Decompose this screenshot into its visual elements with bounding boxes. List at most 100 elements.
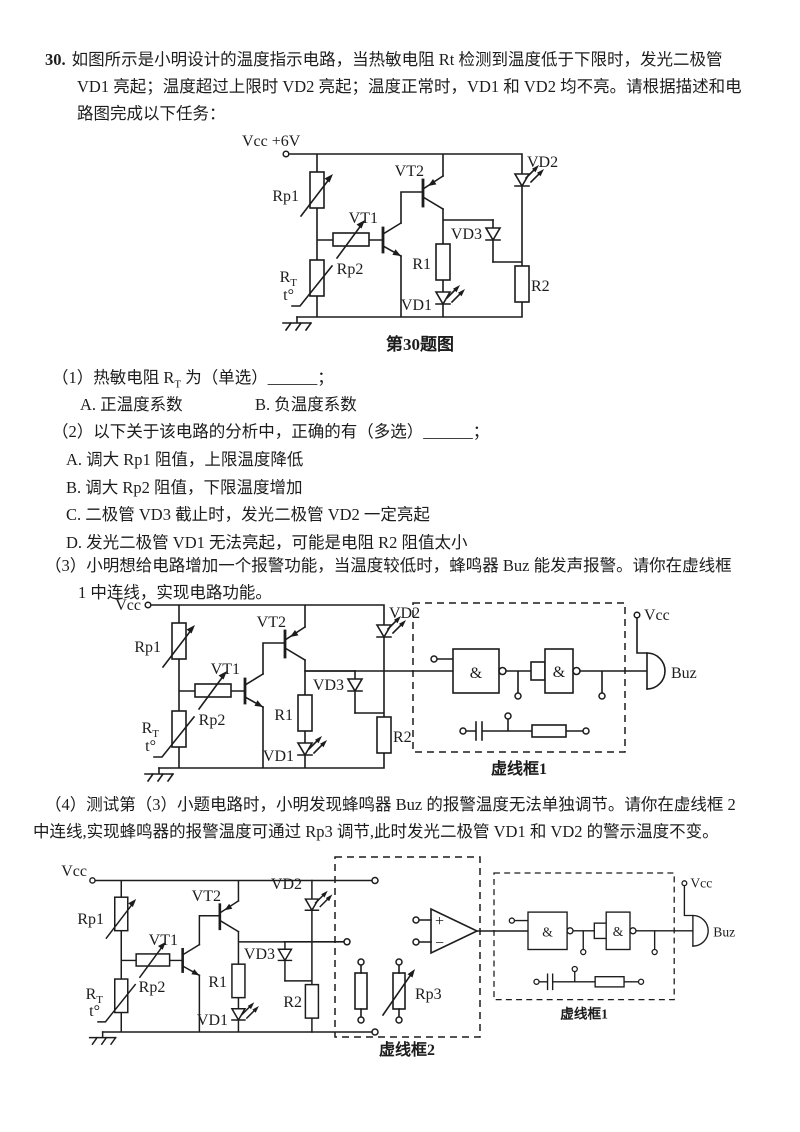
figure1-rt-temp-label: t°: [283, 287, 294, 304]
buzzer-icon: [646, 652, 666, 690]
buzzer-label: Buz: [713, 925, 735, 940]
figure1-vd1-label: VD1: [401, 297, 432, 314]
nand-2-output-bubble: [572, 666, 581, 676]
q1-mid: 为（单选）: [181, 368, 268, 387]
figure2-vt2-label: VT2: [257, 614, 286, 631]
vcc-terminal: [681, 880, 688, 887]
figure1-vd2-label: VD2: [527, 154, 558, 171]
figure3-vt2-label: VT2: [192, 888, 221, 905]
alarm-box-wires: [436, 617, 648, 741]
question-4-line-2: 中连线,实现蜂鸣器的报警温度可通过 Rp3 调节,此时发光二极管 VD1 和 V…: [33, 822, 719, 841]
question-2-stem: （2）以下关于该电路的分析中，正确的有（多选）______；: [52, 418, 489, 445]
dashed-box-1-label: 虚线框1: [560, 1005, 608, 1021]
figure3-comparator-box: + − Rp3 虚线框2: [334, 856, 481, 1059]
problem-intro: 30.如图所示是小明设计的温度指示电路，当热敏电阻 Rt 检测到温度低于下限时，…: [45, 46, 742, 127]
terminal: [651, 948, 658, 956]
figure3-r1-label: R1: [208, 974, 227, 991]
dashed-box-2-label: 虚线框2: [379, 1040, 435, 1059]
figure2-rt-label: RT: [142, 720, 160, 740]
q1-end: ；: [317, 368, 334, 387]
intro-line-1: 30.如图所示是小明设计的温度指示电路，当热敏电阻 Rt 检测到温度低于下限时，…: [45, 46, 742, 73]
rp3-stubs-arrow: [381, 964, 414, 1018]
figure3-vcc-label: Vcc: [61, 863, 87, 880]
figure3-vd3-label: VD3: [244, 946, 275, 963]
alarm-box-wires: [513, 885, 694, 991]
q2-option-a: A. 调大 Rp1 阻值，上限温度降低: [66, 450, 304, 469]
nand-gate-2-input-bracket: [593, 922, 607, 940]
figure2-vd1-label: VD1: [263, 748, 294, 765]
terminal: [371, 876, 379, 885]
figure2-rp2-label: Rp2: [199, 712, 226, 729]
figure2-rt-temp-label: t°: [145, 738, 156, 755]
figure3-vd1-label: VD1: [197, 1012, 228, 1029]
q1-subscript: T: [174, 378, 182, 391]
question-3-line-2: 1 中连线，实现电路功能。: [78, 583, 272, 602]
buzzer-icon: [692, 914, 709, 947]
question-4-line-1: （4）测试第（3）小题电路时，小明发现蜂鸣器 Buz 的报警温度无法单独调节。请…: [45, 795, 736, 814]
nand-2-symbol: &: [553, 664, 566, 681]
figure1-rp1-label: Rp1: [272, 188, 299, 205]
q2-end: ；: [472, 422, 490, 441]
nand-gate-2-input-bracket: [530, 661, 546, 681]
intro-line-3: 路图完成以下任务：: [77, 104, 226, 123]
figure2-circuit: Vcc Rp1 RT t° Rp2 VT1 VT2 VD2 VD3 R1 VD1…: [115, 597, 697, 783]
q1-option-a: A. 正温度系数: [80, 395, 183, 414]
nand-gate-1-icon: [452, 648, 500, 694]
terminal: [637, 978, 645, 985]
figure2-vd3-label: VD3: [313, 677, 344, 694]
figure3-rp1-label: Rp1: [77, 911, 104, 928]
terminal: [395, 958, 403, 966]
figure1-vd3-label: VD3: [451, 226, 482, 243]
terminal: [514, 692, 522, 700]
nand-2-symbol: &: [613, 924, 624, 939]
rc-resistor: [594, 976, 625, 988]
question-1-options: A. 正温度系数 B. 负温度系数: [80, 391, 357, 418]
dashed-box-1: [412, 602, 626, 753]
q2-option-b: B. 调大 Rp2 阻值，下限温度增加: [66, 477, 303, 497]
question-2-options: A. 调大 Rp1 阻值，上限温度降低 B. 调大 Rp2 阻值，下限温度增加 …: [66, 446, 468, 556]
figure1-vt2-label: VT2: [395, 163, 424, 180]
intro-line-1-text: 如图所示是小明设计的温度指示电路，当热敏电阻 Rt 检测到温度低于下限时，发光二…: [71, 50, 723, 69]
terminal: [459, 727, 467, 735]
figure1-vt1-label: VT1: [349, 210, 378, 227]
q2-answer-blank: ______: [423, 422, 473, 441]
rc-resistor: [531, 724, 567, 738]
buzzer-vcc-label: Vcc: [690, 875, 712, 890]
terminal: [395, 1016, 403, 1024]
q1-option-b: B. 负温度系数: [255, 395, 357, 414]
terminal: [412, 938, 420, 946]
terminal: [582, 727, 590, 735]
figure1-rp2-label: Rp2: [337, 261, 364, 278]
figure2-r2-label: R2: [393, 729, 412, 746]
terminal: [571, 965, 578, 973]
figure3-rp2-label: Rp2: [139, 979, 166, 996]
terminal: [357, 1016, 365, 1024]
terminal: [598, 692, 606, 700]
figure1-r2-label: R2: [531, 278, 550, 295]
dashed-box-1: [493, 872, 675, 1001]
q2-option-c: C. 二极管 VD3 截止时，发光二极管 VD2 一定亮起: [66, 505, 430, 524]
figure2-rp1-label: Rp1: [134, 639, 161, 656]
figure2-alarm-box: & & Vcc Buz 虚线框1: [412, 602, 697, 778]
opamp-wires: [418, 919, 481, 943]
figure2-vt1-label: VT1: [211, 661, 240, 678]
figure1-r1-label: R1: [412, 256, 431, 273]
question-3-line-1: （3）小明想给电路增加一个报警功能，当温度较低时，蜂鸣器 Buz 能发声报警。请…: [45, 556, 732, 575]
terminal: [430, 655, 438, 663]
buzzer-label: Buz: [671, 665, 697, 682]
figure3-r2-label: R2: [283, 994, 302, 1011]
q1-answer-blank: ______: [267, 368, 318, 387]
figure3-circuit: Vcc Rp1 RT t° Rp2 VT1 VT2 VD2 VD3 R1 VD1…: [61, 856, 735, 1059]
figure3-alarm-box: & & Vcc Buz 虚线框1: [493, 872, 735, 1021]
q2-option-d: D. 发光二极管 VD1 无法亮起，可能是电阻 R2 阻值太小: [66, 532, 468, 552]
terminal: [343, 938, 351, 946]
terminal: [371, 1028, 379, 1036]
figure3-vt1-label: VT1: [149, 932, 178, 949]
buzzer-vcc-label: Vcc: [644, 607, 670, 624]
figure2-vd2-label: VD2: [389, 605, 420, 622]
figure1-vcc-label: Vcc +6V: [242, 133, 301, 150]
terminal: [508, 917, 516, 924]
opamp-minus-sign: −: [435, 935, 444, 952]
figure3-rt-temp-label: t°: [89, 1003, 100, 1020]
